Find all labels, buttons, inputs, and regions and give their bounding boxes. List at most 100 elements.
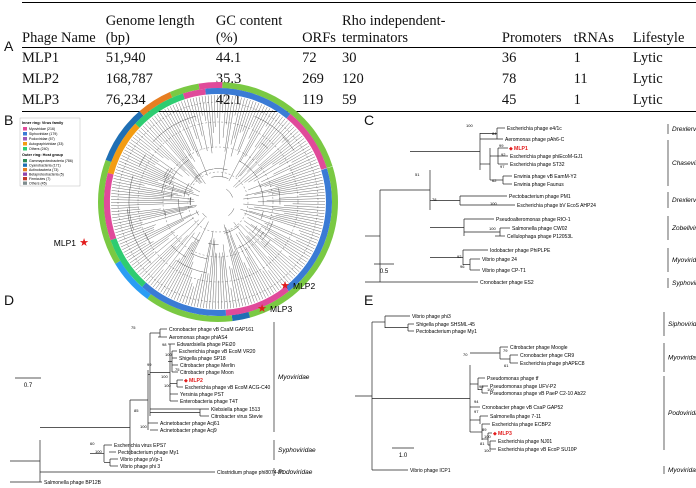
leaf-label: Erwinia phage vB EamM-Y2 xyxy=(514,174,577,180)
tree-branch xyxy=(179,269,193,302)
tree-branch xyxy=(172,104,195,151)
legend-swatch xyxy=(23,142,27,146)
leaf-label: Erwinia phage Faunus xyxy=(514,182,564,188)
family-label: Syphoviridae xyxy=(672,280,696,287)
leaf-label: Vibrio phage 24 xyxy=(482,257,517,263)
bootstrap-value: 100 xyxy=(165,352,172,357)
bootstrap-value: 92 xyxy=(457,254,462,259)
tree-branch xyxy=(248,162,318,191)
ring-segment xyxy=(110,238,147,288)
leaf-label: Salmonella phage BP12B xyxy=(44,480,102,486)
tree-branch xyxy=(246,236,287,285)
tree-branch xyxy=(149,119,203,184)
tree-branch xyxy=(185,282,193,304)
tree-branch xyxy=(190,252,208,260)
tree-branch xyxy=(248,268,264,300)
tree-branch xyxy=(214,95,216,127)
tree-branch xyxy=(226,95,230,125)
tree-branch xyxy=(257,180,264,205)
tree-branch xyxy=(186,99,203,150)
family-label: Myoviridae xyxy=(668,467,696,474)
tree-branch xyxy=(157,258,181,291)
marker-star-icon: ★ xyxy=(79,237,89,249)
tree-branch xyxy=(226,189,233,198)
tree-branch xyxy=(224,225,240,234)
tree-branch xyxy=(239,223,294,279)
bootstrap-value: 99 xyxy=(147,362,152,367)
tree-branch xyxy=(272,186,324,195)
bootstrap-value: 100 xyxy=(484,448,491,453)
leaf-label: Escherichia phage vB EcoM VR20 xyxy=(179,349,256,355)
family-label: Podoviridae xyxy=(668,410,696,417)
tree-branch xyxy=(111,202,188,206)
marker-label: MLP1 xyxy=(54,238,76,248)
tree-branch xyxy=(194,168,214,179)
leaf-label: Pseudomonas phage tf xyxy=(487,376,539,382)
tree-branch xyxy=(289,159,317,172)
tree-branch xyxy=(235,233,272,295)
bootstrap-value: 100 xyxy=(489,226,496,231)
tree-branch xyxy=(195,210,199,216)
bootstrap-value: 75 xyxy=(175,367,180,372)
marker-label: MLP3 xyxy=(270,304,292,314)
tree-branch xyxy=(164,210,167,217)
tree-branch xyxy=(163,168,169,178)
tree-branch xyxy=(113,209,188,228)
leaf-label: Vibrio phage phi3 xyxy=(412,314,451,320)
tree-branch xyxy=(237,103,260,155)
family-label: Myoviridae xyxy=(672,257,696,264)
tree-branch xyxy=(268,270,282,289)
tree-branch xyxy=(243,220,305,265)
tree-branch xyxy=(248,207,324,223)
tree-branch xyxy=(237,118,286,178)
bootstrap-value: 92 xyxy=(501,152,506,157)
tree-branch xyxy=(282,136,295,151)
table-header: ORFs xyxy=(302,30,336,46)
tree-branch xyxy=(125,242,147,256)
tree-branch xyxy=(270,171,321,187)
tree-branch xyxy=(248,231,296,277)
tree-branch xyxy=(239,244,266,298)
tree-branch xyxy=(247,256,269,297)
ring-segment xyxy=(135,93,185,128)
tree-branch xyxy=(114,175,190,195)
tree-branch xyxy=(139,219,199,275)
leaf-label: Cronobacter phage vB CsaP GAP52 xyxy=(482,405,563,411)
bootstrap-value: 96 xyxy=(460,264,465,269)
tree-branch xyxy=(111,199,195,202)
tree-branch xyxy=(268,256,291,281)
leaf-label: Clostridium phage phi8074-B1 xyxy=(217,470,284,476)
legend-swatch xyxy=(23,147,27,151)
tree-branch xyxy=(113,206,196,225)
tree-branch xyxy=(129,142,159,163)
tree-branch xyxy=(151,117,198,177)
tree-branch xyxy=(234,98,245,139)
leaf-label: Pectobacterium phage My1 xyxy=(118,450,179,456)
legend-swatch xyxy=(23,163,27,167)
tree-branch xyxy=(278,188,281,205)
tree-branch xyxy=(224,95,233,152)
leaf-label: Shigella phage SHSML-45 xyxy=(416,322,475,328)
table-cell: MLP2 xyxy=(22,71,60,87)
leaf-label: Escherichia phage vB EcoM ACG-C40 xyxy=(185,385,271,391)
tree-branch xyxy=(128,175,134,230)
tree-branch xyxy=(254,206,325,217)
tree-branch xyxy=(299,233,318,241)
tree-branch xyxy=(152,115,197,142)
ring-segment xyxy=(105,111,144,163)
tree-branch xyxy=(163,232,201,295)
tree-branch xyxy=(256,122,290,160)
tree-branch xyxy=(249,210,321,232)
tree-branch xyxy=(150,269,164,286)
tree-branch xyxy=(211,176,229,179)
bootstrap-value: 100 xyxy=(487,387,494,392)
family-label: Drexlerviridae xyxy=(672,126,696,133)
tree-branch xyxy=(171,245,187,258)
tree-branch xyxy=(222,244,231,309)
tree-branch xyxy=(243,189,325,200)
bootstrap-value: 99 xyxy=(499,143,504,148)
leaf-label: Vibrio phage ICP1 xyxy=(410,468,451,474)
tree-branch xyxy=(198,96,203,116)
leaf-label: Escherichia phage e4/1c xyxy=(507,126,562,132)
